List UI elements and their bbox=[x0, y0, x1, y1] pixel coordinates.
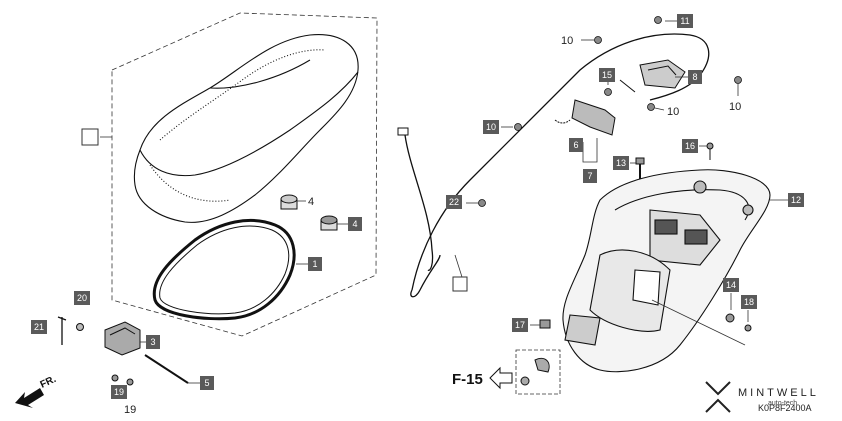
callout-21[interactable]: 21 bbox=[31, 320, 47, 334]
damper-rubber bbox=[280, 194, 338, 231]
bolt bbox=[539, 142, 752, 332]
callout-3[interactable]: 3 bbox=[146, 335, 160, 349]
callout-10-right[interactable]: 10 bbox=[729, 101, 741, 113]
callout-14[interactable]: 14 bbox=[723, 278, 739, 292]
svg-text:7: 7 bbox=[587, 171, 592, 181]
svg-text:16: 16 bbox=[685, 141, 695, 151]
svg-text:6: 6 bbox=[573, 140, 578, 150]
diagram-code: K0P8F2400A bbox=[758, 403, 812, 413]
seat-seal-ring bbox=[152, 218, 296, 321]
callout-17[interactable]: 17 bbox=[512, 318, 528, 332]
svg-text:13: 13 bbox=[616, 158, 626, 168]
svg-text:1: 1 bbox=[312, 259, 317, 269]
svg-text:20: 20 bbox=[77, 293, 87, 303]
callout-12[interactable]: 12 bbox=[788, 193, 804, 207]
svg-text:22: 22 bbox=[449, 197, 459, 207]
svg-text:15: 15 bbox=[602, 70, 612, 80]
callout-4-boxed[interactable]: 4 bbox=[348, 217, 362, 231]
callout-10-top[interactable]: 10 bbox=[561, 35, 573, 47]
svg-text:19: 19 bbox=[124, 404, 136, 416]
callout-11[interactable]: 11 bbox=[677, 14, 693, 28]
seat bbox=[133, 34, 359, 223]
callout-18[interactable]: 18 bbox=[741, 295, 757, 309]
svg-text:8: 8 bbox=[692, 72, 697, 82]
front-direction-arrow-icon bbox=[15, 388, 44, 408]
reference-inset bbox=[515, 349, 561, 395]
callout-10-middle[interactable]: 10 bbox=[667, 106, 679, 118]
callout-19-boxed[interactable]: 19 bbox=[111, 385, 127, 399]
cable-assembly-box bbox=[452, 276, 468, 292]
brand-logo-icon bbox=[705, 381, 731, 413]
callout-22[interactable]: 22 bbox=[446, 195, 462, 209]
svg-text:10: 10 bbox=[729, 101, 741, 113]
svg-text:5: 5 bbox=[204, 378, 209, 388]
seat-assembly-outline bbox=[111, 12, 378, 337]
svg-text:19: 19 bbox=[114, 387, 124, 397]
callout-16[interactable]: 16 bbox=[682, 139, 698, 153]
svg-text:17: 17 bbox=[515, 320, 525, 330]
svg-text:4: 4 bbox=[308, 196, 314, 208]
brand-tagline: auto-tech bbox=[768, 400, 797, 407]
svg-text:10: 10 bbox=[561, 35, 573, 47]
brand-name: MINTWELL bbox=[738, 387, 819, 399]
callout-7[interactable]: 7 bbox=[583, 169, 597, 183]
svg-text:12: 12 bbox=[791, 195, 801, 205]
callout-8[interactable]: 8 bbox=[688, 70, 702, 84]
seat-latch bbox=[619, 59, 686, 93]
svg-text:21: 21 bbox=[34, 322, 44, 332]
front-direction-label: FR. bbox=[39, 374, 58, 391]
seat-lock-bracket bbox=[554, 99, 616, 136]
seat-assembly-box bbox=[81, 128, 99, 146]
callout-4-plain[interactable]: 4 bbox=[308, 196, 314, 208]
cable-clip bbox=[478, 16, 742, 207]
svg-text:11: 11 bbox=[680, 16, 689, 26]
reference-part bbox=[520, 357, 550, 386]
svg-text:18: 18 bbox=[744, 297, 754, 307]
callout-20[interactable]: 20 bbox=[74, 291, 90, 305]
callout-10-boxed[interactable]: 10 bbox=[483, 120, 499, 134]
svg-text:10: 10 bbox=[486, 122, 496, 132]
reference-arrow-icon bbox=[489, 366, 513, 390]
svg-text:10: 10 bbox=[667, 106, 679, 118]
reference-label[interactable]: F-15 bbox=[452, 371, 483, 388]
callout-19-plain[interactable]: 19 bbox=[124, 404, 136, 416]
callout-1[interactable]: 1 bbox=[308, 257, 322, 271]
callout-6[interactable]: 6 bbox=[569, 138, 583, 152]
svg-text:14: 14 bbox=[726, 280, 736, 290]
callout-13[interactable]: 13 bbox=[613, 156, 629, 170]
seat-hinge bbox=[57, 316, 189, 386]
callout-5[interactable]: 5 bbox=[200, 376, 214, 390]
luggage-box bbox=[562, 169, 771, 373]
svg-text:3: 3 bbox=[150, 337, 155, 347]
callout-15[interactable]: 15 bbox=[599, 68, 615, 82]
svg-text:4: 4 bbox=[352, 219, 357, 229]
